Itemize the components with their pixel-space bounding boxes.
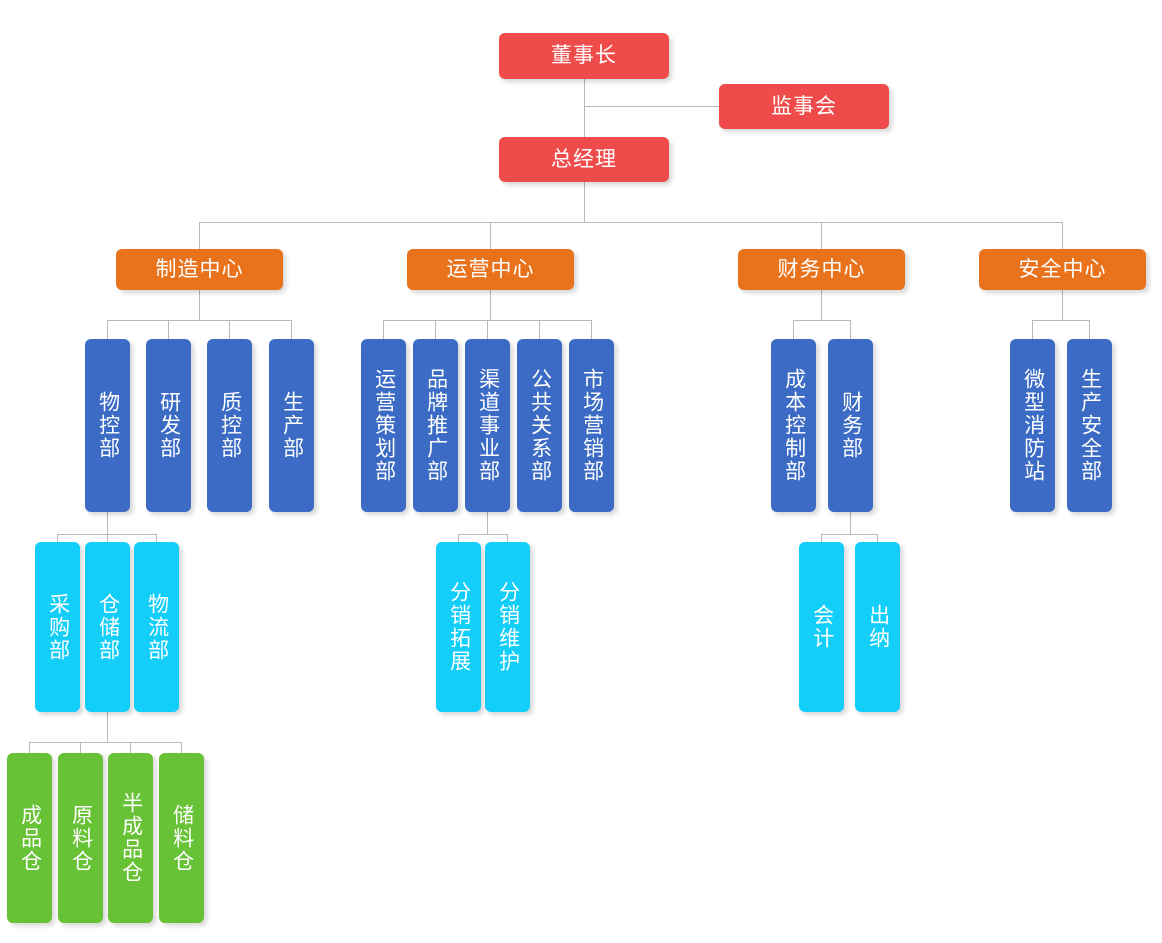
- node-cost-control[interactable]: 成本控制部: [771, 339, 816, 512]
- node-finance-center[interactable]: 财务中心: [738, 249, 905, 290]
- connector-channel-business-drop: [487, 512, 488, 534]
- connector-to-market-marketing: [591, 320, 592, 339]
- connector-to-cost-control: [793, 320, 794, 339]
- node-public-relations[interactable]: 公共关系部: [517, 339, 562, 512]
- node-warehousing[interactable]: 仓储部: [85, 542, 130, 712]
- node-cashier[interactable]: 出纳: [855, 542, 900, 712]
- connector-to-finance-dept: [850, 320, 851, 339]
- connector-to-distribution-expand: [458, 534, 459, 542]
- node-finished-goods-warehouse[interactable]: 成品仓: [7, 753, 52, 923]
- connector-chairman-to-supervisory-board: [584, 106, 720, 107]
- node-distribution-expand[interactable]: 分销拓展: [436, 542, 481, 712]
- connector-to-brand-promotion: [435, 320, 436, 339]
- connector-warehousing-bus: [29, 742, 181, 743]
- node-rnd[interactable]: 研发部: [146, 339, 191, 512]
- connector-to-logistics: [156, 534, 157, 542]
- node-supervisory-board[interactable]: 监事会: [719, 84, 889, 129]
- node-brand-promotion[interactable]: 品牌推广部: [413, 339, 458, 512]
- node-safety-center[interactable]: 安全中心: [979, 249, 1146, 290]
- connector-to-semi-finished-wh: [130, 742, 131, 753]
- node-logistics[interactable]: 物流部: [134, 542, 179, 712]
- connector-to-cashier: [877, 534, 878, 542]
- connector-to-finished-goods-wh: [29, 742, 30, 753]
- connector-finance-dept-bus: [821, 534, 877, 535]
- node-general-manager[interactable]: 总经理: [499, 137, 669, 182]
- connector-operations-drop: [490, 290, 491, 320]
- connector-gm-to-operations: [490, 222, 491, 249]
- connector-to-operations-planning: [383, 320, 384, 339]
- node-semi-finished-warehouse[interactable]: 半成品仓: [108, 753, 153, 923]
- connector-to-storage-material-wh: [181, 742, 182, 753]
- connector-to-warehousing: [107, 534, 108, 542]
- node-operations-planning[interactable]: 运营策划部: [361, 339, 406, 512]
- connector-to-purchasing: [57, 534, 58, 542]
- connector-to-channel-business: [487, 320, 488, 339]
- connector-safety-drop: [1062, 290, 1063, 320]
- node-storage-material-warehouse[interactable]: 储料仓: [159, 753, 204, 923]
- connector-to-micro-fire-station: [1032, 320, 1033, 339]
- connector-finance-dept-drop: [850, 512, 851, 534]
- connector-to-production-safety: [1089, 320, 1090, 339]
- connector-manufacturing-bus: [107, 320, 292, 321]
- node-manufacturing-center[interactable]: 制造中心: [116, 249, 283, 290]
- connector-to-raw-material-wh: [80, 742, 81, 753]
- node-distribution-maintain[interactable]: 分销维护: [485, 542, 530, 712]
- connector-to-production: [291, 320, 292, 339]
- node-micro-fire-station[interactable]: 微型消防站: [1010, 339, 1055, 512]
- connector-to-rnd: [168, 320, 169, 339]
- node-material-control[interactable]: 物控部: [85, 339, 130, 512]
- connector-to-distribution-maintain: [507, 534, 508, 542]
- node-market-marketing[interactable]: 市场营销部: [569, 339, 614, 512]
- connector-to-public-relations: [539, 320, 540, 339]
- connector-safety-bus: [1032, 320, 1089, 321]
- connector-to-accounting: [821, 534, 822, 542]
- node-chairman[interactable]: 董事长: [499, 33, 669, 79]
- node-raw-material-warehouse[interactable]: 原料仓: [58, 753, 103, 923]
- connector-to-quality-control: [229, 320, 230, 339]
- node-finance-dept[interactable]: 财务部: [828, 339, 873, 512]
- node-accounting[interactable]: 会计: [799, 542, 844, 712]
- connector-finance-bus: [793, 320, 850, 321]
- connector-to-material-control: [107, 320, 108, 339]
- connector-gm-to-finance: [821, 222, 822, 249]
- connector-finance-drop: [821, 290, 822, 320]
- connector-channel-business-bus: [458, 534, 508, 535]
- node-production[interactable]: 生产部: [269, 339, 314, 512]
- connector-material-control-drop: [107, 512, 108, 534]
- node-channel-business[interactable]: 渠道事业部: [465, 339, 510, 512]
- connector-gm-to-manufacturing: [199, 222, 200, 249]
- node-production-safety[interactable]: 生产安全部: [1067, 339, 1112, 512]
- connector-manufacturing-drop: [199, 290, 200, 320]
- connector-warehousing-drop: [107, 712, 108, 742]
- connector-gm-to-safety: [1062, 222, 1063, 249]
- node-quality-control[interactable]: 质控部: [207, 339, 252, 512]
- connector-gm-bus: [199, 222, 1062, 223]
- node-purchasing[interactable]: 采购部: [35, 542, 80, 712]
- node-operations-center[interactable]: 运营中心: [407, 249, 574, 290]
